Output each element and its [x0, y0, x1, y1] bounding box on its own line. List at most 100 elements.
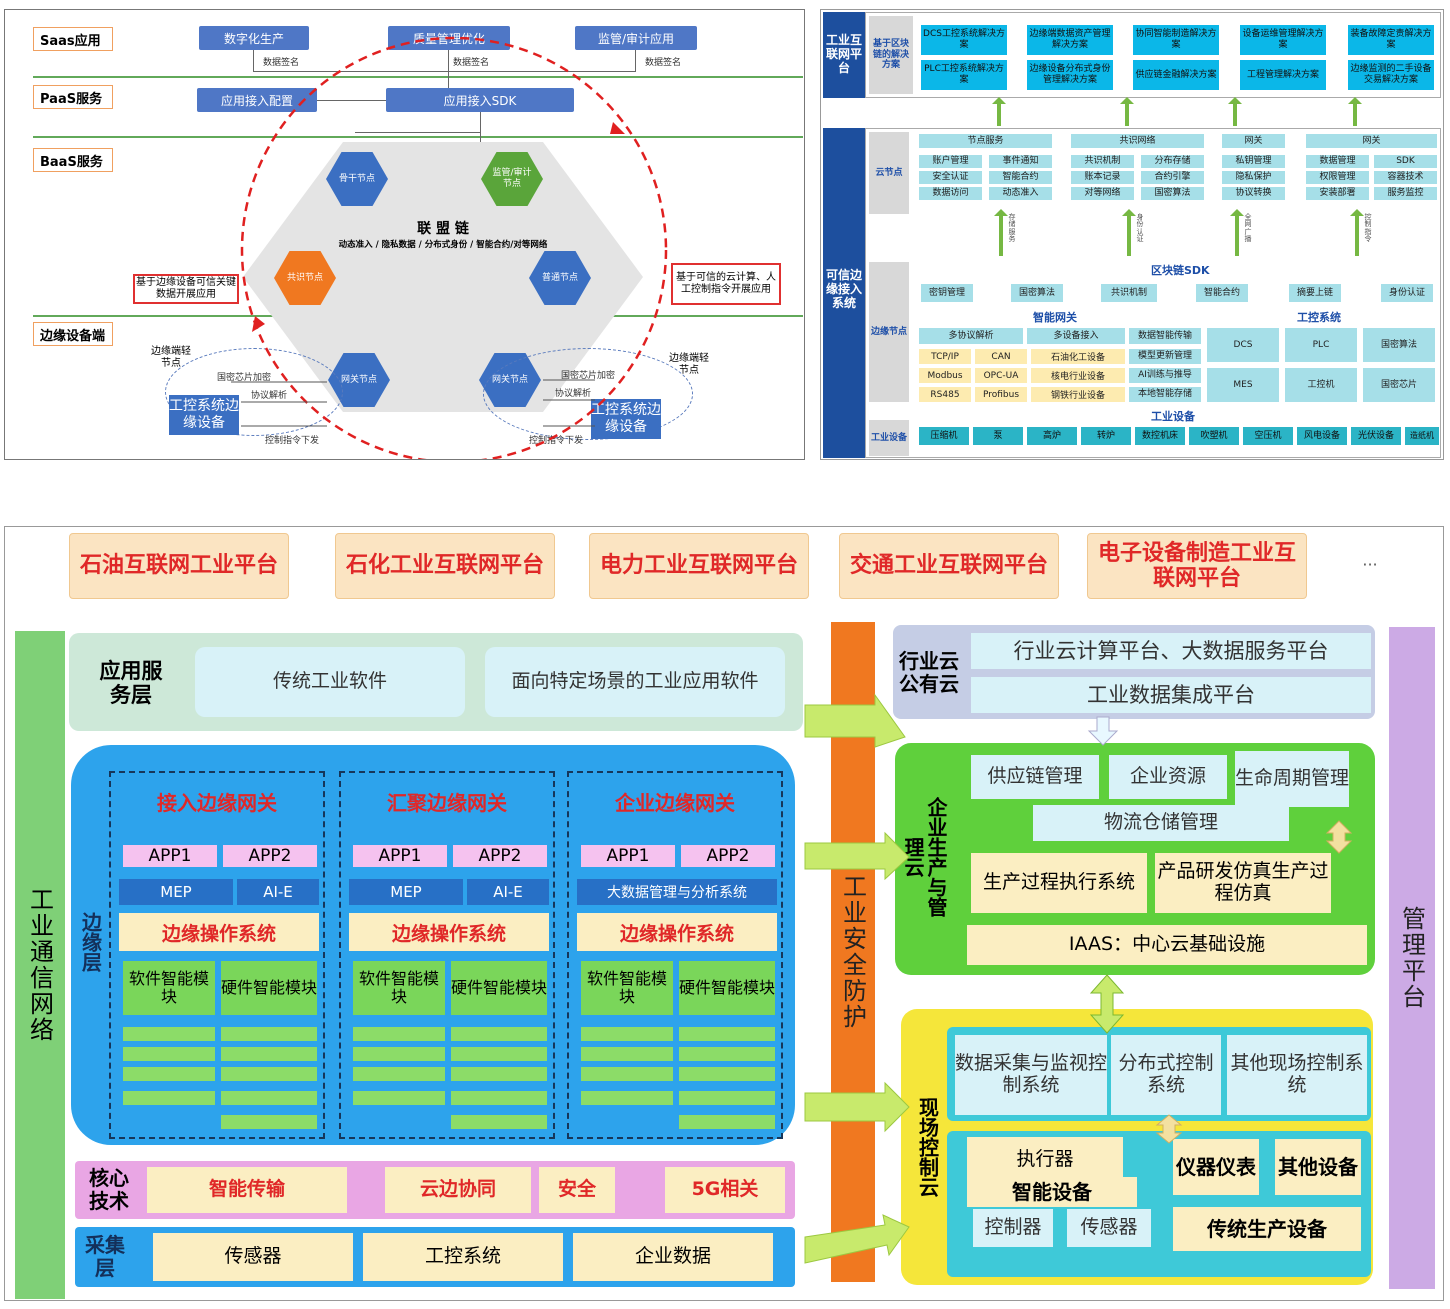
- field-dcs: 分布式控制系统: [1111, 1035, 1221, 1115]
- software-module: 软件智能模块: [581, 961, 673, 1015]
- enterprise-item-simulation: 产品研发仿真生产过程仿真: [1155, 853, 1331, 913]
- control-cmd-label: 控制指令下发: [529, 436, 584, 446]
- core-item: 安全: [539, 1167, 615, 1213]
- solution-item: 装备故障定责解决方案: [1348, 25, 1434, 55]
- field-cloud-label: 现场控制云: [915, 1097, 940, 1197]
- device-item: 泵: [973, 427, 1023, 445]
- device-item: 空压机: [1243, 427, 1293, 445]
- enterprise-item-resource: 企业资源: [1109, 755, 1227, 799]
- link-label: 存储服务: [1008, 213, 1016, 244]
- core-item: 云边协同: [385, 1167, 531, 1213]
- core-tech-label: 核心技术: [89, 1166, 129, 1213]
- app-scenario-software: 面向特定场景的工业应用软件: [485, 647, 785, 717]
- up-arrow: [1120, 97, 1134, 126]
- gateway-app: APP1: [123, 845, 217, 867]
- node-consensus: 共识节点: [274, 251, 336, 305]
- sdk-item: 身份认证: [1381, 284, 1433, 302]
- module-item: [581, 1047, 673, 1061]
- hardware-module: 硬件智能模块: [451, 961, 547, 1015]
- field-controller: 控制器: [973, 1209, 1053, 1247]
- edge-layer-label: 边缘层: [78, 912, 103, 972]
- panel-trusted-edge-system: 工业互联网平台 可信边缘接入系统 基于区块链的解决方案 DCS工控系统解决方案 …: [820, 9, 1444, 460]
- solution-item: 工程管理解决方案: [1240, 60, 1326, 90]
- solution-item: 协同智能制造解决方案: [1133, 25, 1219, 55]
- module-item: [353, 1067, 445, 1081]
- field-other-device: 其他设备: [1275, 1139, 1361, 1195]
- cloud-item: 对等网络: [1071, 187, 1134, 200]
- gateway-middleware: AI-E: [237, 879, 319, 905]
- gateway-top-item: 数据智能传输: [1129, 328, 1201, 344]
- up-arrow: [1350, 209, 1364, 256]
- control-cmd-label: 控制指令下发: [265, 436, 320, 446]
- control-item: PLC: [1285, 328, 1357, 362]
- node-backbone: 骨干节点: [326, 152, 388, 206]
- gateway-title: 汇聚边缘网关: [387, 791, 507, 815]
- solution-item: 边缘监测的二手设备交易解决方案: [1348, 60, 1434, 90]
- left-note-box: 基于边缘设备可信关键数据开展应用: [133, 274, 239, 304]
- right-note-box: 基于可信的云计算、人工控制指令开展应用: [671, 263, 781, 305]
- link-label: 身份认证: [1136, 213, 1144, 244]
- field-smart-device: 智能设备: [967, 1177, 1137, 1207]
- top-section-frame: [865, 12, 1441, 98]
- solution-label: 基于区块链的解决方案: [869, 16, 913, 94]
- solution-item: DCS工控系统解决方案: [921, 25, 1007, 55]
- paas-access-sdk: 应用接入SDK: [386, 88, 574, 112]
- hardware-module: 硬件智能模块: [679, 961, 775, 1015]
- gateway-app: APP2: [681, 845, 775, 867]
- connector-line: [480, 112, 481, 152]
- gateway-title: 接入边缘网关: [157, 791, 277, 815]
- gateway-middleware: MEP: [119, 879, 233, 905]
- control-item: DCS: [1207, 328, 1279, 362]
- more-platforms: ···: [1362, 554, 1378, 574]
- trust-cycle-circle: [231, 36, 668, 459]
- gateway-app: APP1: [581, 845, 675, 867]
- sdk-item: 共识机制: [1101, 284, 1157, 302]
- light-node-label-left: 边缘端轻节点: [151, 346, 191, 369]
- public-cloud-item: 工业数据集成平台: [971, 677, 1371, 713]
- up-arrow: [992, 97, 1006, 126]
- field-other-control: 其他现场控制系统: [1227, 1035, 1367, 1115]
- module-item: [123, 1027, 215, 1041]
- gateway-function: 模型更新管理: [1129, 349, 1201, 364]
- up-arrow: [1122, 209, 1136, 256]
- gateway-access: 接入边缘网关 APP1 APP2 MEP AI-E 边缘操作系统 软件智能模块 …: [109, 771, 325, 1139]
- cloud-group-title: 共识网络: [1071, 134, 1204, 148]
- module-item: [679, 1027, 775, 1041]
- module-item: [221, 1047, 317, 1061]
- enterprise-item-iaas: IAAS：中心云基础设施: [967, 925, 1367, 965]
- layer-label-paas: PaaS服务: [33, 85, 113, 109]
- cloud-item: 权限管理: [1306, 171, 1369, 184]
- up-arrow: [994, 209, 1008, 256]
- module-item: [679, 1067, 775, 1081]
- gateway-middleware: AI-E: [467, 879, 549, 905]
- gateway-protocol: TCP/IP: [919, 349, 971, 364]
- cloud-item: SDK: [1374, 155, 1437, 168]
- data-sign-label: 数据签名: [645, 58, 682, 68]
- platform-electronics: 电子设备制造工业互联网平台: [1087, 533, 1307, 599]
- app-traditional-software: 传统工业软件: [195, 647, 465, 717]
- cloud-item: 协议转换: [1222, 187, 1285, 200]
- platform-transport: 交通工业互联网平台: [839, 533, 1059, 599]
- sdk-item: 国密算法: [1011, 284, 1063, 302]
- bottom-section-frame: [865, 128, 1441, 458]
- device-item: 高炉: [1027, 427, 1077, 445]
- sdk-title: 区块链SDK: [1151, 264, 1210, 277]
- data-sign-label: 数据签名: [453, 58, 490, 68]
- enterprise-item-mes: 生产过程执行系统: [971, 853, 1147, 913]
- gateway-protocol: RS485: [919, 387, 971, 402]
- cloud-item: 共识机制: [1071, 155, 1134, 168]
- module-item: [451, 1115, 547, 1129]
- field-scada: 数据采集与监视控制系统: [955, 1035, 1107, 1115]
- link-label: 控制指令: [1364, 213, 1372, 244]
- platform-power: 电力工业互联网平台: [589, 533, 809, 599]
- gateway-title: 智能网关: [1033, 311, 1077, 324]
- app-layer-label: 应用服务层: [99, 658, 163, 707]
- module-item: [679, 1047, 775, 1061]
- left-top-label: 工业互联网平台: [826, 33, 863, 75]
- field-actuator: 执行器: [967, 1137, 1123, 1183]
- gateway-protocol: Profibus: [975, 387, 1027, 402]
- cloud-item: 合约引擎: [1141, 171, 1204, 184]
- public-cloud-item: 行业云计算平台、大数据服务平台: [971, 633, 1371, 669]
- device-item: 转炉: [1081, 427, 1131, 445]
- module-item: [679, 1115, 775, 1129]
